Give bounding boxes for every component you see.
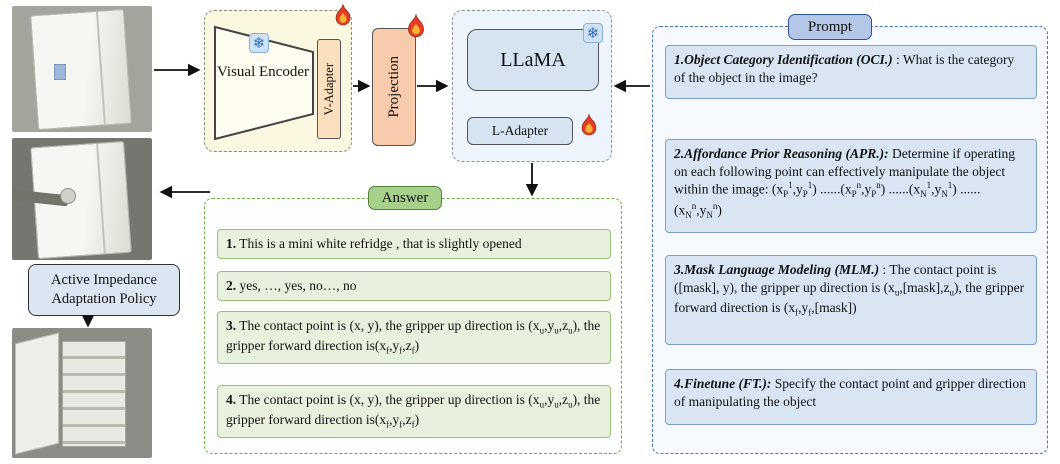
flame-icon bbox=[333, 3, 353, 27]
projection-box: Projection bbox=[372, 14, 424, 146]
answer-panel: 1. This is a mini white refridge , that … bbox=[204, 198, 622, 454]
fridge-interior bbox=[62, 341, 126, 447]
fridge-photo-gripper bbox=[12, 138, 152, 260]
fridge-body bbox=[30, 9, 133, 131]
prompt-title: Prompt bbox=[807, 18, 853, 35]
fridge-photo-closed bbox=[12, 6, 152, 132]
prompt-item-mlm: 3.Mask Language Modeling (MLM.) : The co… bbox=[665, 255, 1037, 345]
visual-encoder-module: ❄ Visual Encoder V-Adapter bbox=[204, 3, 352, 152]
prompt-item-apr: 2.Affordance Prior Reasoning (APR.): Det… bbox=[665, 139, 1037, 233]
llama-label: LLaMA bbox=[500, 48, 566, 71]
prompt-item-oci: 1.Object Category Identification (OCI.) … bbox=[665, 45, 1037, 99]
answer-item-2: 2. yes, …, yes, no…, no bbox=[217, 271, 611, 301]
llama-box: LLaMA bbox=[467, 29, 599, 91]
v-adapter-box: V-Adapter bbox=[317, 39, 341, 139]
v-adapter-label: V-Adapter bbox=[321, 62, 336, 116]
active-impedance-adaptation-policy-box: Active Impedance Adaptation Policy bbox=[28, 264, 180, 316]
gripper-tip bbox=[59, 188, 76, 205]
answer-title: Answer bbox=[381, 189, 429, 206]
answer-item-4: 4. The contact point is (x, y), the grip… bbox=[217, 385, 611, 438]
answer-item-1: 1. This is a mini white refridge , that … bbox=[217, 229, 611, 259]
prompt-panel: 1.Object Category Identification (OCI.) … bbox=[652, 26, 1048, 454]
flame-icon bbox=[579, 113, 599, 137]
encoder-trapezoid bbox=[214, 25, 314, 141]
answer-item-3: 3. The contact point is (x, y), the grip… bbox=[217, 311, 611, 364]
open-door bbox=[14, 332, 59, 456]
fridge-sticker bbox=[54, 63, 66, 80]
llama-module: LLaMA ❄ L-Adapter bbox=[452, 10, 612, 162]
policy-label: Active Impedance Adaptation Policy bbox=[51, 272, 157, 307]
l-adapter-box: L-Adapter bbox=[467, 117, 573, 145]
projection-label: Projection bbox=[385, 56, 402, 118]
prompt-item-ft: 4.Finetune (FT.): Specify the contact po… bbox=[665, 369, 1037, 425]
flame-icon bbox=[405, 13, 427, 39]
answer-tag: Answer bbox=[368, 186, 442, 210]
snowflake-icon: ❄ bbox=[583, 23, 603, 43]
visual-encoder-label: Visual Encoder bbox=[217, 64, 309, 80]
snowflake-icon: ❄ bbox=[249, 33, 269, 53]
l-adapter-label: L-Adapter bbox=[491, 123, 549, 138]
prompt-tag: Prompt bbox=[788, 14, 872, 40]
fridge-photo-open bbox=[12, 328, 152, 458]
